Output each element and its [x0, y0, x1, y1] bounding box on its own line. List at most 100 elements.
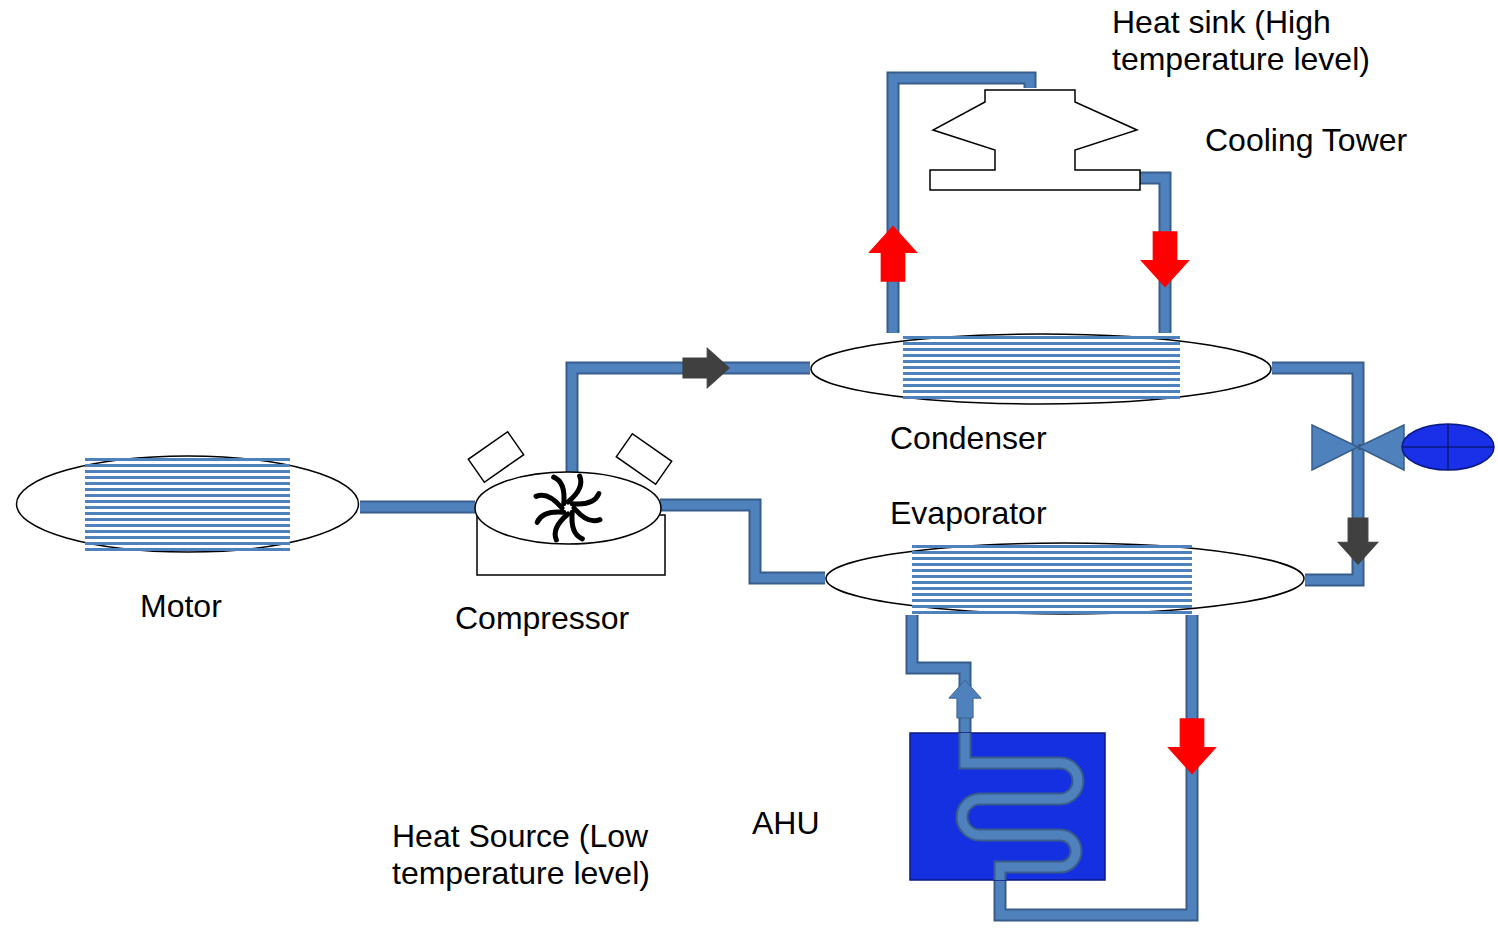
pipe-outline: [962, 733, 1078, 880]
component-label: Evaporator: [890, 495, 1047, 532]
tower-outline: [930, 90, 1140, 190]
evaporator-vessel: Evaporator: [825, 542, 1305, 615]
tube-stripe: [85, 482, 290, 485]
pipe-outline: [360, 501, 475, 514]
pipe-connector: [660, 505, 825, 578]
expansion-valve: [1358, 425, 1404, 470]
tube-stripe: [85, 494, 290, 497]
temperature-level-label: Heat sink (High temperature level): [1112, 4, 1472, 78]
cooling-tower-shape: [925, 88, 1145, 193]
valve-actuator: [1402, 424, 1494, 470]
tube-stripe: [903, 354, 1180, 357]
tube-stripe: [903, 348, 1180, 351]
component-label: Motor: [140, 588, 222, 625]
component-label: Compressor: [455, 600, 629, 637]
tube-stripe: [85, 464, 290, 467]
impeller-blade: [572, 512, 582, 539]
pipe: [962, 733, 1078, 880]
impeller-blade: [568, 476, 581, 502]
impeller-blade: [572, 494, 599, 504]
pipe-connector: [912, 615, 981, 733]
tube-stripe: [903, 372, 1180, 375]
condenser-vessel-shape: [810, 333, 1272, 405]
flow-arrow: [683, 348, 729, 388]
tube-stripe: [903, 378, 1180, 381]
motor-shape: [15, 455, 360, 553]
pipe-outline: [660, 505, 825, 578]
compressor-port: [468, 432, 523, 482]
tube-stripe: [912, 611, 1192, 614]
tube-stripe: [85, 536, 290, 539]
tube-stripe: [912, 551, 1192, 554]
tube-stripe: [912, 545, 1192, 548]
pipe-connector: [1140, 178, 1188, 333]
actuator-cross: [1447, 424, 1449, 470]
impeller-blade: [537, 512, 564, 522]
impeller-blade: [554, 477, 564, 504]
component-label: Cooling Tower: [1205, 122, 1407, 159]
tube-stripe: [903, 360, 1180, 363]
pipe: [660, 505, 825, 578]
air-handling-unit-shape: [910, 733, 1105, 880]
tube-stripe: [903, 384, 1180, 387]
pipe-connector: [572, 348, 810, 473]
tube-stripe: [85, 548, 290, 551]
tube-stripe: [85, 488, 290, 491]
cooling-tower: Cooling Tower: [925, 88, 1145, 193]
tube-stripe: [912, 581, 1192, 584]
impeller-blade: [536, 495, 562, 508]
impeller-blade: [555, 514, 568, 540]
flow-arrow: [870, 226, 917, 281]
tube-stripe: [903, 366, 1180, 369]
tube-stripe: [903, 336, 1180, 339]
compressor-shape: [462, 425, 680, 577]
tube-stripe: [85, 524, 290, 527]
motor-outline: [17, 456, 359, 552]
tube-stripe: [912, 593, 1192, 596]
tube-stripe: [85, 518, 290, 521]
tube-stripe: [912, 605, 1192, 608]
tube-stripe: [85, 458, 290, 461]
compressor-port: [616, 434, 671, 484]
vessel-outline: [811, 334, 1271, 404]
tube-stripe: [912, 569, 1192, 572]
tube-stripe: [85, 512, 290, 515]
pipe-outline: [572, 368, 810, 473]
flow-arrow: [949, 680, 981, 718]
compressor: Compressor: [462, 425, 680, 577]
tube-stripe: [912, 563, 1192, 566]
tube-stripe: [85, 542, 290, 545]
air-handling-unit: AHU: [910, 733, 1105, 880]
tube-stripe: [85, 500, 290, 503]
ahu-box: [910, 733, 1105, 880]
tube-stripe: [903, 390, 1180, 393]
compressor-casing: [475, 472, 661, 544]
motor: Motor: [15, 455, 360, 553]
vessel-outline: [826, 543, 1304, 614]
component-label: AHU: [752, 805, 820, 842]
flow-arrow: [1169, 719, 1216, 774]
tube-stripe: [912, 587, 1192, 590]
tube-stripe: [85, 470, 290, 473]
tube-stripe: [903, 396, 1180, 399]
flow-arrow: [1338, 518, 1378, 564]
temperature-level-label: Heat Source (Low temperature level): [392, 818, 722, 892]
tube-stripe: [912, 575, 1192, 578]
component-label: Condenser: [890, 420, 1047, 457]
tube-stripe: [903, 342, 1180, 345]
expansion-valve: [1312, 425, 1358, 470]
impeller-blade: [574, 508, 600, 521]
pipe: [572, 368, 810, 473]
tube-stripe: [912, 599, 1192, 602]
tube-stripe: [85, 506, 290, 509]
flow-arrow: [1142, 232, 1189, 287]
condenser-vessel: Condenser: [810, 333, 1272, 405]
evaporator-vessel-shape: [825, 542, 1305, 615]
pipe: [360, 503, 475, 512]
tube-stripe: [912, 557, 1192, 560]
pipe-connector: [1272, 368, 1378, 580]
tube-stripe: [85, 476, 290, 479]
pipe-connector: [360, 507, 475, 508]
tube-stripe: [85, 530, 290, 533]
